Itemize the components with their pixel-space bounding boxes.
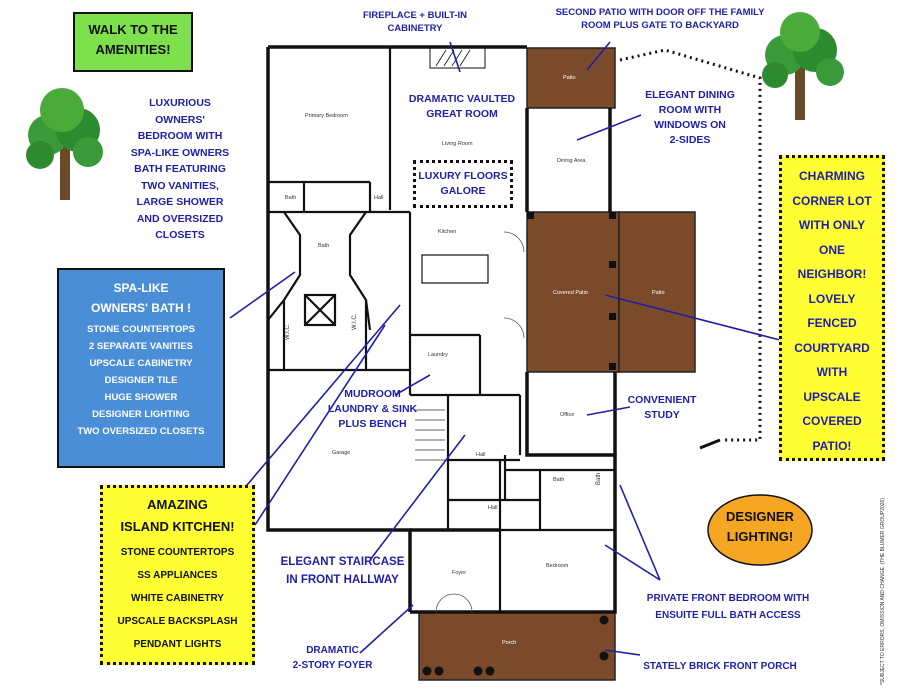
- spa-bath-item: STONE COUNTERTOPS: [87, 324, 195, 335]
- room-porch: Porch: [502, 640, 517, 646]
- room-living: Living Room: [442, 141, 473, 147]
- room-office: Office: [560, 412, 575, 418]
- room-patio-right: Patio: [652, 290, 665, 296]
- spa-bath-item: UPSCALE CABINETRY: [89, 358, 193, 369]
- spa-bath-item: TWO OVERSIZED CLOSETS: [77, 426, 205, 437]
- patio-right: [618, 211, 696, 373]
- walk-badge-text: WALK TO THE AMENITIES!: [88, 22, 178, 57]
- island-kitchen-item: UPSCALE BACKSPLASH: [117, 616, 238, 627]
- room-wic-right: W.I.C.: [352, 313, 358, 330]
- spa-bath-title: SPA-LIKE OWNERS' BATH !: [91, 281, 191, 315]
- spa-bath-item: DESIGNER TILE: [104, 375, 178, 386]
- room-covered-patio: Covered Patio: [553, 290, 588, 296]
- room-bath-small: Bath: [285, 195, 297, 201]
- corner-lot-box: CHARMING CORNER LOT WITH ONLY ONE NEIGHB…: [779, 155, 885, 461]
- room-primary-bedroom: Primary Bedroom: [305, 113, 348, 119]
- callout-study: CONVENIENT STUDY: [627, 394, 697, 421]
- island-kitchen-item: WHITE CABINETRY: [131, 593, 224, 604]
- room-kitchen: Kitchen: [438, 229, 457, 235]
- callout-front-bedroom: PRIVATE FRONT BEDROOM WITH ENSUITE FULL …: [646, 593, 810, 621]
- covered-patio: [526, 211, 620, 373]
- room-bath-front-v: Bath: [596, 472, 602, 485]
- island-kitchen-item: SS APPLIANCES: [137, 570, 218, 581]
- callout-second-patio: SECOND PATIO WITH DOOR OFF THE FAMILY RO…: [555, 7, 765, 31]
- callout-fireplace: FIREPLACE + BUILT-IN CABINETRY: [362, 10, 468, 34]
- spa-bath-item: DESIGNER LIGHTING: [92, 409, 190, 420]
- lighting-badge-shape: [707, 494, 813, 566]
- callout-luxury-floors: LUXURY FLOORS GALORE: [413, 160, 513, 208]
- room-wic-left: W.I.C.: [285, 323, 291, 340]
- callout-porch: STATELY BRICK FRONT PORCH: [643, 661, 797, 672]
- lighting-badge-text: DESIGNER LIGHTING!: [726, 509, 794, 544]
- island-kitchen-item: PENDANT LIGHTS: [133, 639, 222, 650]
- room-laundry: Laundry: [428, 352, 448, 358]
- porch: [418, 611, 616, 681]
- room-hall-mid: Hall: [476, 452, 486, 458]
- callout-foyer: DRAMATIC 2-STORY FOYER: [292, 645, 373, 671]
- callout-great-room: DRAMATIC VAULTED GREAT ROOM: [408, 93, 516, 120]
- island-kitchen-box: AMAZING ISLAND KITCHEN! STONE COUNTERTOP…: [100, 485, 255, 665]
- room-garage: Garage: [332, 450, 351, 456]
- room-bedroom: Bedroom: [546, 563, 569, 569]
- patio-top: [526, 47, 616, 109]
- room-dining: Dining Area: [557, 158, 586, 164]
- walk-badge: WALK TO THE AMENITIES!: [73, 12, 193, 72]
- room-bath-main: Bath: [318, 243, 330, 249]
- spa-bath-box: SPA-LIKE OWNERS' BATH ! STONE COUNTERTOP…: [57, 268, 225, 468]
- callout-mudroom: MUDROOM LAUNDRY & SINK PLUS BENCH: [327, 388, 418, 430]
- callout-staircase: ELEGANT STAIRCASE IN FRONT HALLWAY: [280, 556, 405, 586]
- callout-owners: LUXURIOUS OWNERS' BEDROOM WITH SPA-LIKE …: [130, 97, 230, 241]
- disclaimer: *SUBJECT TO ERRORS, OMISSION AND CHANGE.…: [880, 498, 886, 685]
- tree-icon-left: [26, 88, 103, 200]
- lighting-badge: DESIGNER LIGHTING!: [718, 507, 802, 547]
- callout-dining: ELEGANT DINING ROOM WITH WINDOWS ON 2-SI…: [645, 89, 735, 146]
- room-hall-low: Hall: [488, 505, 498, 511]
- tree-icon-right: [762, 12, 844, 120]
- room-hall-top: Hall: [374, 195, 384, 201]
- island-kitchen-title: AMAZING ISLAND KITCHEN!: [120, 497, 235, 534]
- room-bath-front: Bath: [553, 477, 565, 483]
- room-foyer: Foyer: [452, 570, 467, 576]
- spa-bath-item: HUGE SHOWER: [104, 392, 178, 403]
- room-patio-top: Patio: [563, 75, 576, 81]
- spa-bath-item: 2 SEPARATE VANITIES: [89, 341, 193, 352]
- island-kitchen-item: STONE COUNTERTOPS: [120, 547, 235, 558]
